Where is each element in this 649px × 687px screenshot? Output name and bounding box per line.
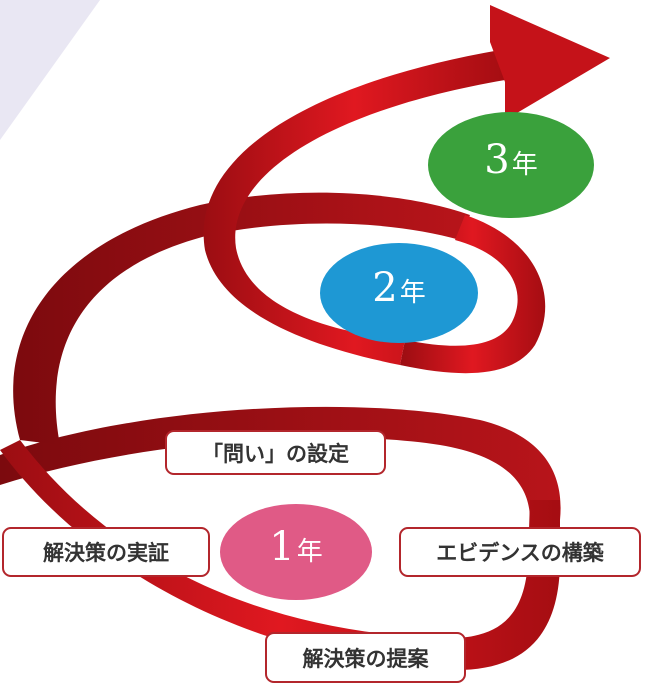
ribbon-bottom-back (0, 406, 561, 520)
year-2-unit: 年 (399, 278, 426, 308)
year-3-unit: 年 (511, 150, 538, 180)
year-1-number: 1 (269, 524, 295, 570)
year-1-oval (220, 504, 372, 600)
background-accent-panel (0, 0, 100, 140)
year-1-label: 1年 (236, 524, 356, 570)
ribbon-arrowhead (490, 5, 610, 120)
year-2-label: 2年 (339, 265, 459, 311)
ribbon-middle-left (13, 192, 470, 445)
year-3-label: 3年 (451, 137, 571, 183)
year-3-number: 3 (484, 137, 510, 183)
year-3-oval (428, 112, 594, 218)
step-solution-proposal: 解決策の提案 (265, 632, 466, 683)
year-2-oval (320, 243, 478, 343)
ribbon-upper-front (203, 50, 506, 365)
step-question-setting: 「問い」の設定 (165, 430, 386, 475)
step-evidence-building: エビデンスの構築 (399, 527, 641, 577)
year-1-unit: 年 (296, 537, 323, 567)
ribbon-middle-right (400, 215, 546, 374)
step-solution-verification: 解決策の実証 (2, 527, 210, 577)
year-2-number: 2 (372, 265, 398, 311)
